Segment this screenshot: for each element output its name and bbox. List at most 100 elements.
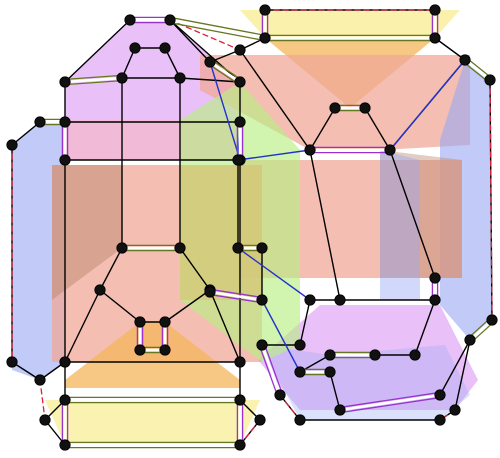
double-edge-b3-b4 <box>122 244 180 252</box>
double-edge-purple-c13-c14-strand <box>258 345 279 397</box>
double-edge-purple-c17-c18-strand <box>339 391 440 409</box>
node-a10 <box>34 374 46 386</box>
double-edge-a3-b1-strand <box>64 74 122 81</box>
double-edge-c6-c7-strand <box>462 61 489 83</box>
node-a8 <box>6 139 18 151</box>
node-b12 <box>159 42 171 54</box>
node-a7 <box>34 116 46 128</box>
node-c4 <box>429 32 441 44</box>
node-c2 <box>429 4 441 16</box>
node-c11 <box>434 414 446 426</box>
double-edge-purple-c13-c14-strand <box>263 343 284 395</box>
node-m6 <box>232 154 244 166</box>
edge-blue-d4-c6 <box>389 59 466 151</box>
node-m5 <box>256 294 268 306</box>
edge-blue-m3-d11 <box>237 247 311 301</box>
edge-d7-d9 <box>414 299 436 356</box>
node-b9 <box>134 344 146 356</box>
double-edge-a2-c3-strand <box>169 21 265 42</box>
node-a2 <box>164 14 176 26</box>
node-a3 <box>59 76 71 88</box>
edge-d1-d3 <box>309 107 336 151</box>
node-c14 <box>256 339 268 351</box>
double-edge-purple-c17-c18-gap <box>339 393 441 412</box>
node-c12 <box>294 414 306 426</box>
node-c15 <box>294 366 306 378</box>
node-c17 <box>334 404 346 416</box>
node-b5 <box>94 284 106 296</box>
node-c13 <box>274 389 286 401</box>
double-edge-purple-a15-a18 <box>61 400 69 445</box>
node-a20 <box>254 414 266 426</box>
node-c10 <box>449 404 461 416</box>
edge-a1-a3 <box>64 19 131 83</box>
double-edge-purple-d3-d4 <box>310 146 390 154</box>
double-edge-purple-a5-a11 <box>61 122 69 160</box>
double-edge-a18-a19 <box>65 441 240 449</box>
double-edge-a4-m1-strand <box>208 63 239 85</box>
node-d7 <box>409 349 421 361</box>
double-edge-d5-d6 <box>330 351 375 359</box>
edge-b4-b8 <box>179 247 211 291</box>
edge-b8-a14 <box>209 289 241 363</box>
node-c16 <box>324 366 336 378</box>
double-edge-a2-c3-strand <box>170 16 266 37</box>
double-edge-purple-a6-a12 <box>236 122 244 160</box>
node-b1 <box>116 72 128 84</box>
double-edge-a2-c3 <box>169 16 266 42</box>
double-edge-purple-m2-m5-strand <box>209 293 262 304</box>
node-d1 <box>329 102 341 114</box>
edge-b5-b6 <box>99 289 141 323</box>
edge-c16-c17 <box>329 371 341 411</box>
node-c6 <box>459 54 471 66</box>
face-left-side-blue <box>12 122 65 380</box>
node-a11 <box>59 154 71 166</box>
node-a16 <box>234 394 246 406</box>
node-c1 <box>259 4 271 16</box>
double-edge-purple-m2-m5-strand <box>210 288 263 299</box>
face-right-inner-brown <box>380 150 462 278</box>
node-c8 <box>486 314 498 326</box>
node-c7 <box>484 74 496 86</box>
node-b3 <box>116 242 128 254</box>
face-middle-gold <box>180 165 262 300</box>
edge-c4-c6 <box>434 37 466 61</box>
edge-blue-m5-c15 <box>261 299 301 373</box>
edge-dashed-a10-a17 <box>39 379 46 421</box>
edge-b5-a13 <box>64 289 101 363</box>
node-c9 <box>464 334 476 346</box>
node-a4 <box>234 76 246 88</box>
double-edge-a4-m1-strand <box>211 59 242 81</box>
node-b4 <box>174 242 186 254</box>
double-edge-a3-b1-gap <box>64 76 123 84</box>
node-a5 <box>59 116 71 128</box>
node-m3 <box>232 242 244 254</box>
node-m2 <box>204 286 216 298</box>
node-d6 <box>369 349 381 361</box>
face-right-left-blue <box>380 150 420 300</box>
double-edge-purple-m2-m5 <box>209 288 263 304</box>
node-a18 <box>59 439 71 451</box>
node-b11 <box>129 42 141 54</box>
edge-d3-d10 <box>309 149 341 301</box>
node-a6 <box>234 116 246 128</box>
node-a13 <box>59 356 71 368</box>
node-b2 <box>174 72 186 84</box>
node-d8 <box>429 272 441 284</box>
node-d11 <box>304 294 316 306</box>
node-d10 <box>334 294 346 306</box>
edge-blue-m6-d3 <box>237 149 311 161</box>
double-edge-purple-c17-c18 <box>339 391 441 414</box>
edge-a7-a8 <box>11 121 41 146</box>
node-a19 <box>234 439 246 451</box>
edge-m1-a2 <box>169 19 211 63</box>
face-right-top-yellow <box>240 10 460 38</box>
double-edge-a3-b1-strand <box>65 79 123 86</box>
node-m1 <box>204 56 216 68</box>
double-edge-c3-c4 <box>265 34 435 42</box>
node-a15 <box>59 394 71 406</box>
node-d9 <box>429 294 441 306</box>
node-d5 <box>324 349 336 361</box>
double-edge-purple-c13-c14 <box>258 343 284 397</box>
